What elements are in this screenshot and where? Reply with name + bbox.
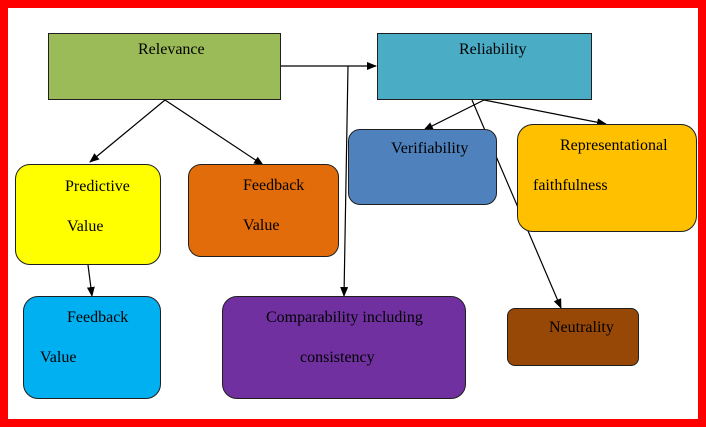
feedback-value-top-line1: Feedback: [243, 177, 305, 194]
verifiability-label: Verifiability: [391, 140, 469, 157]
relevance-label: Relevance: [138, 41, 205, 58]
arrow-to-comparability: [340, 65, 349, 297]
verifiability-box: Verifiability: [348, 129, 497, 205]
arrow-reliability-to-representational: [483, 99, 607, 127]
feedback-value-box-bottom: Feedback Value: [23, 296, 161, 399]
neutrality-box: Neutrality: [507, 308, 639, 366]
representational-faithfulness-line2: faithfulness: [533, 177, 608, 194]
feedback-value-bottom-line1: Feedback: [67, 309, 129, 326]
predictive-value-line2: Value: [67, 218, 104, 235]
representational-faithfulness-line1: Representational: [560, 137, 668, 154]
comparability-line1: Comparability including: [266, 309, 423, 326]
neutrality-label: Neutrality: [549, 319, 614, 336]
arrow-reliability-to-verifiability: [423, 99, 485, 131]
arrow-predictive-to-feedback: [86, 264, 95, 297]
representational-faithfulness-box: Representational faithfulness: [517, 124, 697, 232]
feedback-value-bottom-line2: Value: [40, 349, 77, 366]
comparability-box: Comparability including consistency: [222, 296, 466, 399]
feedback-value-box-top: Feedback Value: [188, 164, 339, 257]
predictive-value-line1: Predictive: [65, 178, 130, 195]
reliability-box: Reliability: [377, 33, 592, 100]
reliability-label: Reliability: [459, 41, 527, 58]
relevance-box: Relevance: [48, 33, 281, 100]
predictive-value-box: Predictive Value: [15, 164, 161, 265]
arrow-relevance-to-feedback: [164, 99, 264, 166]
comparability-line2: consistency: [300, 349, 375, 366]
feedback-value-top-line2: Value: [243, 217, 280, 234]
arrow-relevance-to-predictive: [89, 99, 166, 163]
